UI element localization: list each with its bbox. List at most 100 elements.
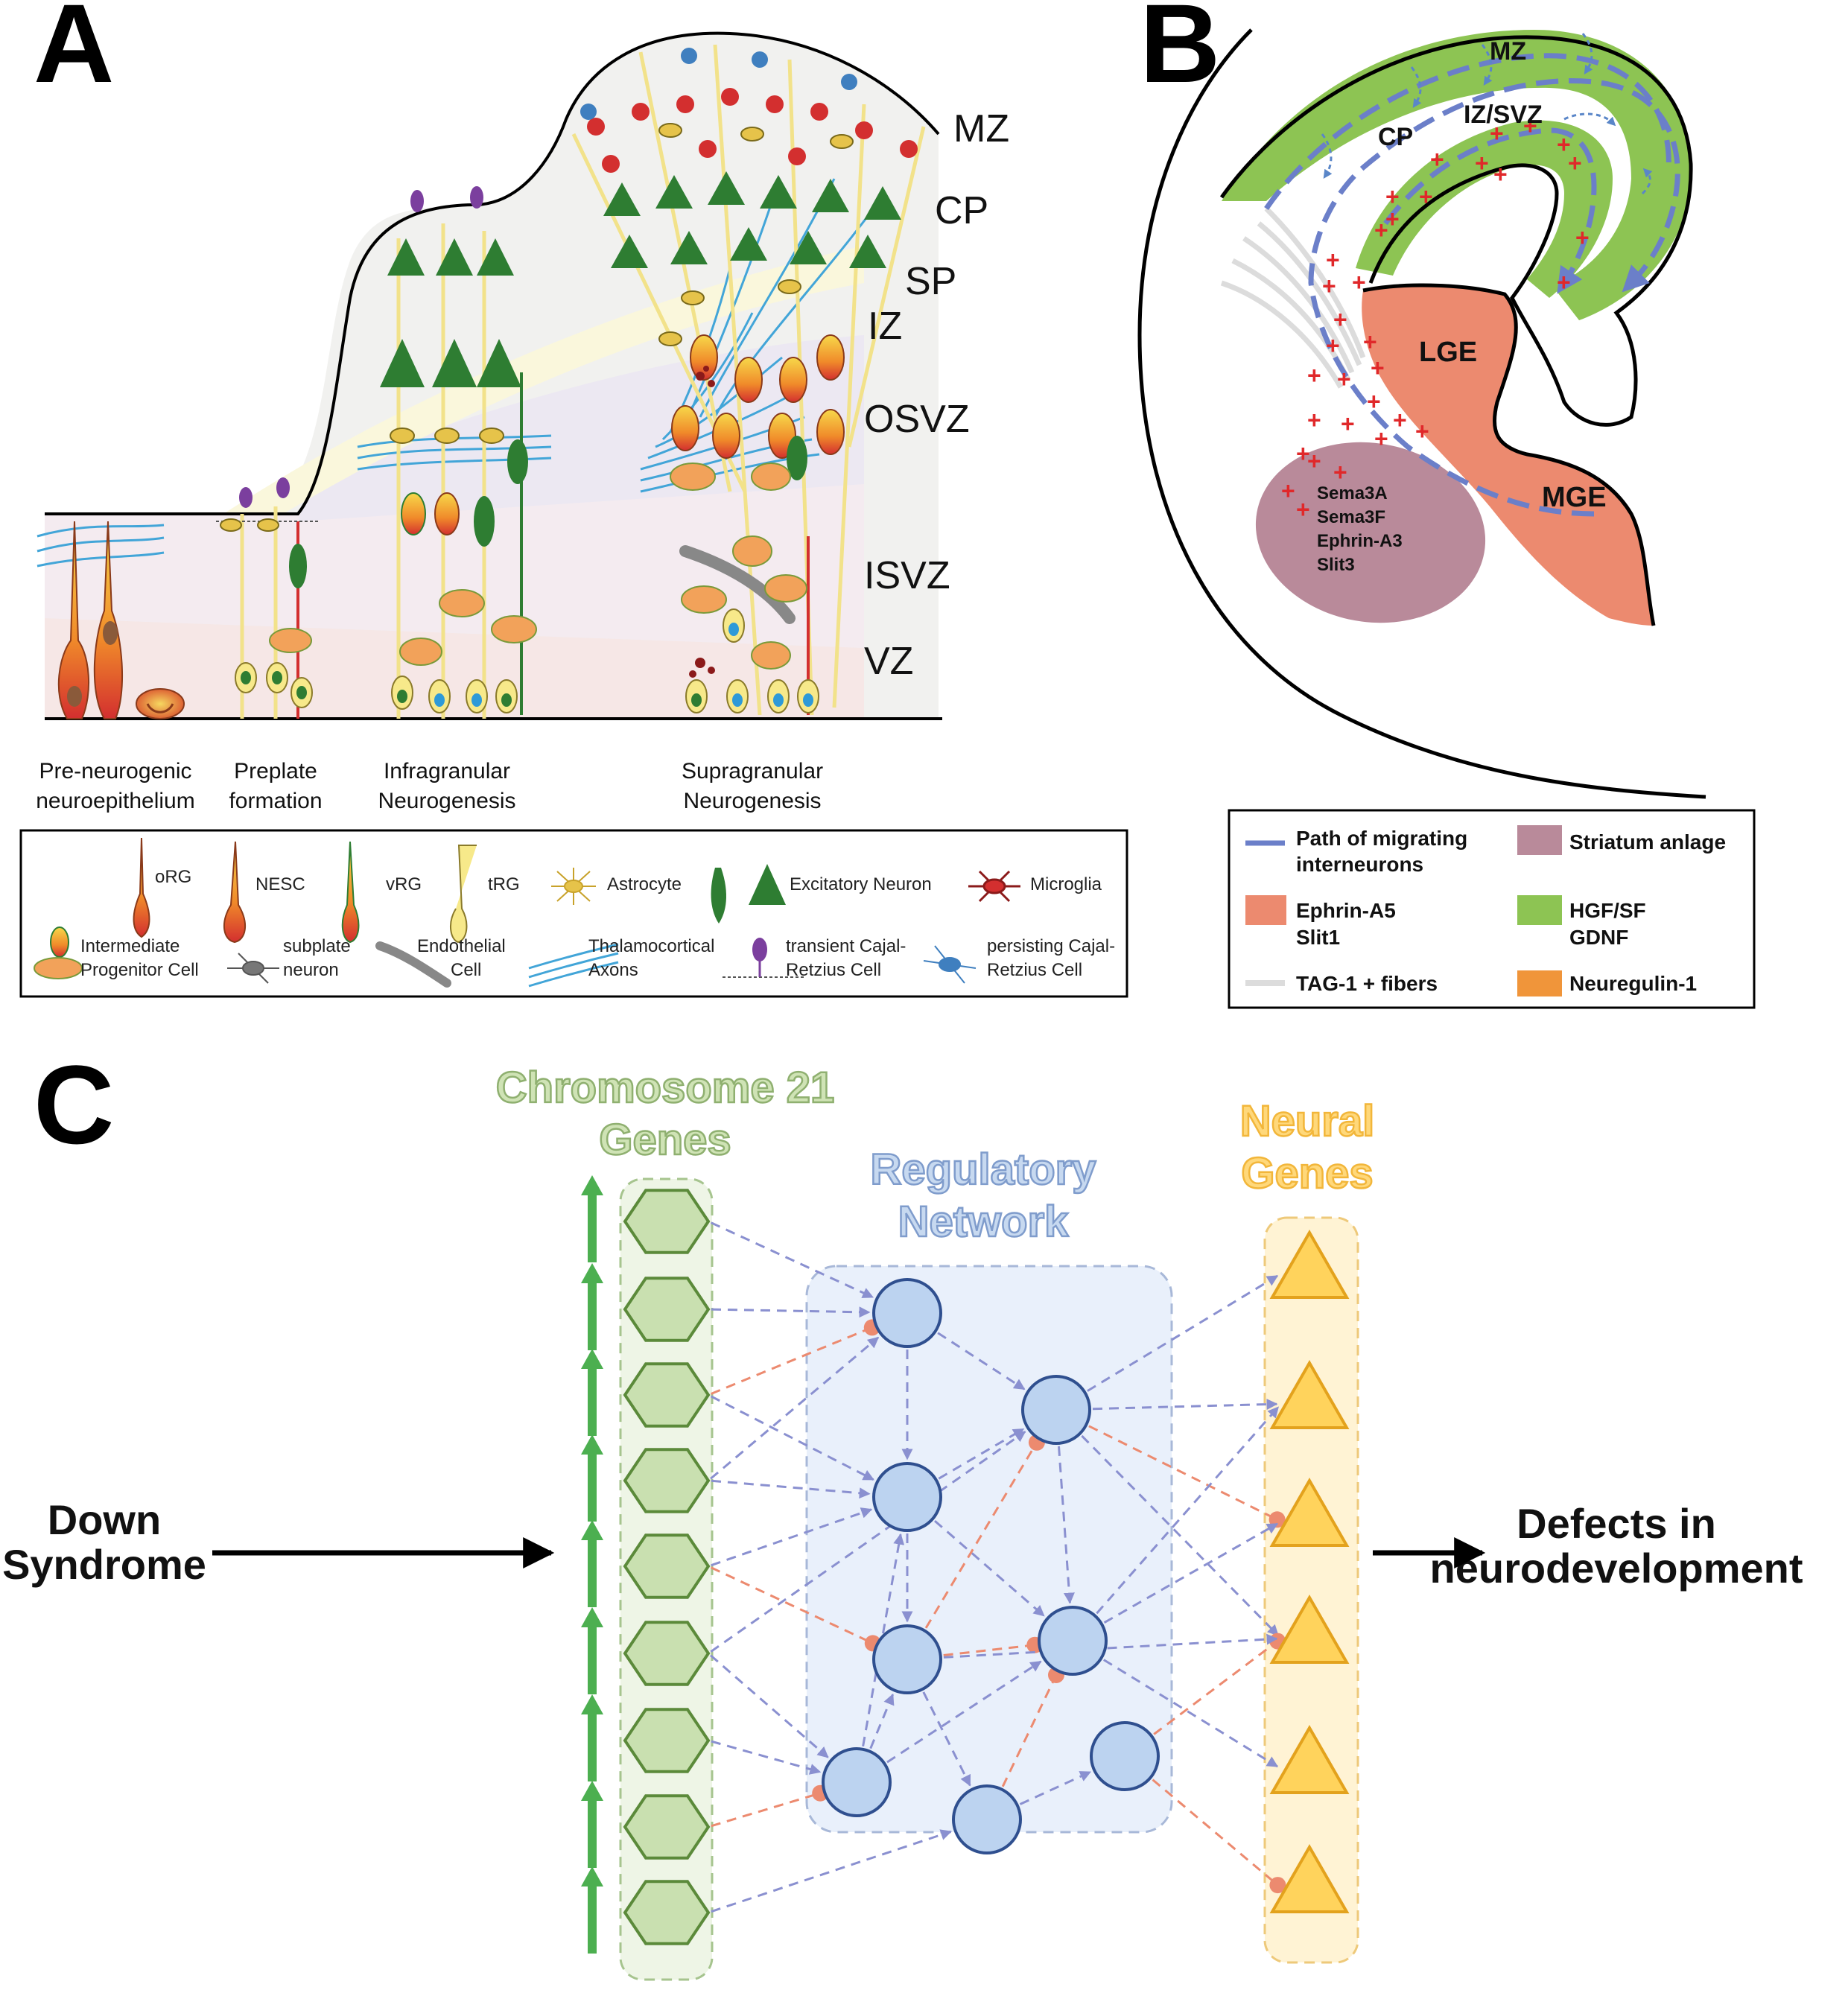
panel-b-letter: B: [1140, 0, 1220, 106]
chr21-gene-hexagon-8: [623, 1794, 711, 1860]
network-edge-2: [711, 1306, 871, 1318]
svg-text:+: +: [1363, 328, 1377, 355]
svg-text:+: +: [1385, 183, 1400, 210]
label-lge: LGE: [1419, 337, 1477, 368]
osvz-zone: [298, 335, 864, 521]
preplate-cells: [216, 477, 320, 719]
label-cp: CP: [1378, 123, 1413, 151]
network-edge-15: [937, 1332, 1026, 1390]
regulatory-node-3: [872, 1462, 942, 1532]
network-edge-11: [711, 1792, 821, 1828]
network-edge-13: [710, 1395, 874, 1481]
svg-text:+: +: [1367, 388, 1381, 415]
svz-green-band: [1356, 120, 1613, 298]
up-arrow-head-9: [581, 1866, 603, 1886]
upregulation-arrows: [581, 1175, 603, 1954]
svg-text:+: +: [1419, 183, 1433, 210]
iz-band: [223, 246, 864, 514]
svg-text:+: +: [1430, 146, 1444, 173]
legend-ephrin-line2: Slit1: [1296, 926, 1340, 949]
cortex-green-band: [1222, 30, 1691, 320]
nesc-cells: [57, 521, 185, 719]
plus-markers: ++ ++ ++ ++ ++ ++ ++ ++ ++ ++ ++ ++ ++ +…: [1281, 112, 1590, 523]
transient-cr-glyph: [723, 938, 804, 978]
neural-gene-triangle-2: [1269, 1359, 1350, 1429]
legend-striatum-swatch: [1517, 825, 1562, 855]
neural-gene-nodes: [1269, 1229, 1350, 1913]
neural-gene-triangle-5: [1269, 1724, 1350, 1794]
excitatory-glyph-1: [711, 868, 727, 924]
svg-text:+: +: [1575, 224, 1590, 251]
svg-text:+: +: [1333, 459, 1347, 486]
label-mz: MZ: [1490, 37, 1526, 66]
network-edge-27: [1001, 1674, 1058, 1787]
legend-endothelial-line2: Cell: [451, 960, 481, 980]
network-edge-32: [1103, 1522, 1279, 1624]
legend-org: oRG: [155, 867, 191, 887]
up-arrow-head-3: [581, 1349, 603, 1369]
title-reg-line2: Network: [898, 1198, 1070, 1246]
svg-text:+: +: [1393, 407, 1407, 433]
svg-text:+: +: [1341, 410, 1355, 437]
legend-persisting-line1: persisting Cajal-: [987, 936, 1115, 956]
svg-text:+: +: [1326, 332, 1340, 359]
legend-path-line1: Path of migrating: [1296, 827, 1467, 850]
network-edge-22: [922, 1691, 971, 1787]
nesc-glyph: [223, 841, 247, 944]
layer-labels: MZ CP SP IZ OSVZ ISVZ VZ: [864, 107, 1009, 683]
layer-label-sp: SP: [905, 260, 956, 303]
legend-trg: tRG: [488, 874, 520, 894]
title-reg-line1: Regulatory: [871, 1145, 1096, 1194]
legend-astrocyte: Astrocyte: [607, 874, 682, 894]
chr21-gene-nodes: [623, 1189, 711, 1945]
svg-text:+: +: [1568, 150, 1582, 177]
network-edge-23: [886, 1660, 1042, 1764]
svg-text:+: +: [1493, 161, 1508, 188]
legend-ephrin-line1: Ephrin-A5: [1296, 899, 1396, 922]
network-edge-20: [924, 1442, 1038, 1629]
regulatory-node-7: [822, 1747, 892, 1817]
svg-text:+: +: [1307, 362, 1321, 389]
ipc-glyph-2: [34, 957, 83, 979]
panel-b: B: [1137, 0, 1756, 1009]
stage-label-1-line2: neuroepithelium: [36, 789, 194, 813]
svg-text:+: +: [1307, 407, 1321, 433]
label-mge: MGE: [1542, 482, 1607, 513]
legend-vrg: vRG: [386, 874, 422, 894]
legend-transient-line2: Retzius Cell: [786, 960, 881, 980]
lge-mge-region: [1362, 285, 1654, 626]
legend-nesc: NESC: [255, 874, 305, 894]
hemisphere-outline: [1137, 28, 1706, 799]
legend-transient-line1: transient Cajal-: [786, 936, 906, 956]
chr21-gene-hexagon-7: [623, 1708, 711, 1773]
excitatory-glyph-2: [749, 864, 786, 905]
legend-endothelial-line1: Endothelial: [417, 936, 506, 956]
svg-text:+: +: [1490, 120, 1504, 147]
inhibition-dot-36: [1269, 1877, 1286, 1894]
layer-label-osvz: OSVZ: [864, 398, 970, 441]
chr21-gene-hexagon-6: [623, 1621, 711, 1686]
svg-text:+: +: [1326, 247, 1340, 273]
network-edges: [710, 1221, 1286, 1913]
svg-text:+: +: [1371, 355, 1385, 381]
legend-hgf-swatch: [1517, 895, 1562, 925]
cortex-outline: [45, 31, 940, 515]
up-arrow-head-7: [581, 1694, 603, 1714]
network-edge-36: [1152, 1779, 1279, 1886]
legend-excitatory: Excitatory Neuron: [790, 874, 932, 894]
svg-text:+: +: [1322, 273, 1336, 299]
network-edge-31: [1081, 1434, 1279, 1636]
network-edge-8: [710, 1431, 1026, 1653]
stage-label-3-line2: Neurogenesis: [378, 789, 515, 813]
legend-neuregulin: Neuregulin-1: [1569, 972, 1697, 995]
legend-b: Path of migrating interneurons Striatum …: [1228, 809, 1756, 1009]
regulatory-nodes: [822, 1278, 1160, 1854]
up-arrow-head-5: [581, 1520, 603, 1540]
network-edge-6: [710, 1566, 874, 1644]
striatum-molecules: Sema3A Sema3F Ephrin-A3 Slit3: [1317, 483, 1403, 575]
title-chr-line2: Genes: [599, 1116, 731, 1164]
network-edge-10: [711, 1740, 822, 1775]
defects-line1: Defects in: [1517, 1500, 1716, 1547]
regulatory-node-8: [952, 1784, 1022, 1854]
legend-persisting-line2: Retzius Cell: [987, 960, 1082, 980]
